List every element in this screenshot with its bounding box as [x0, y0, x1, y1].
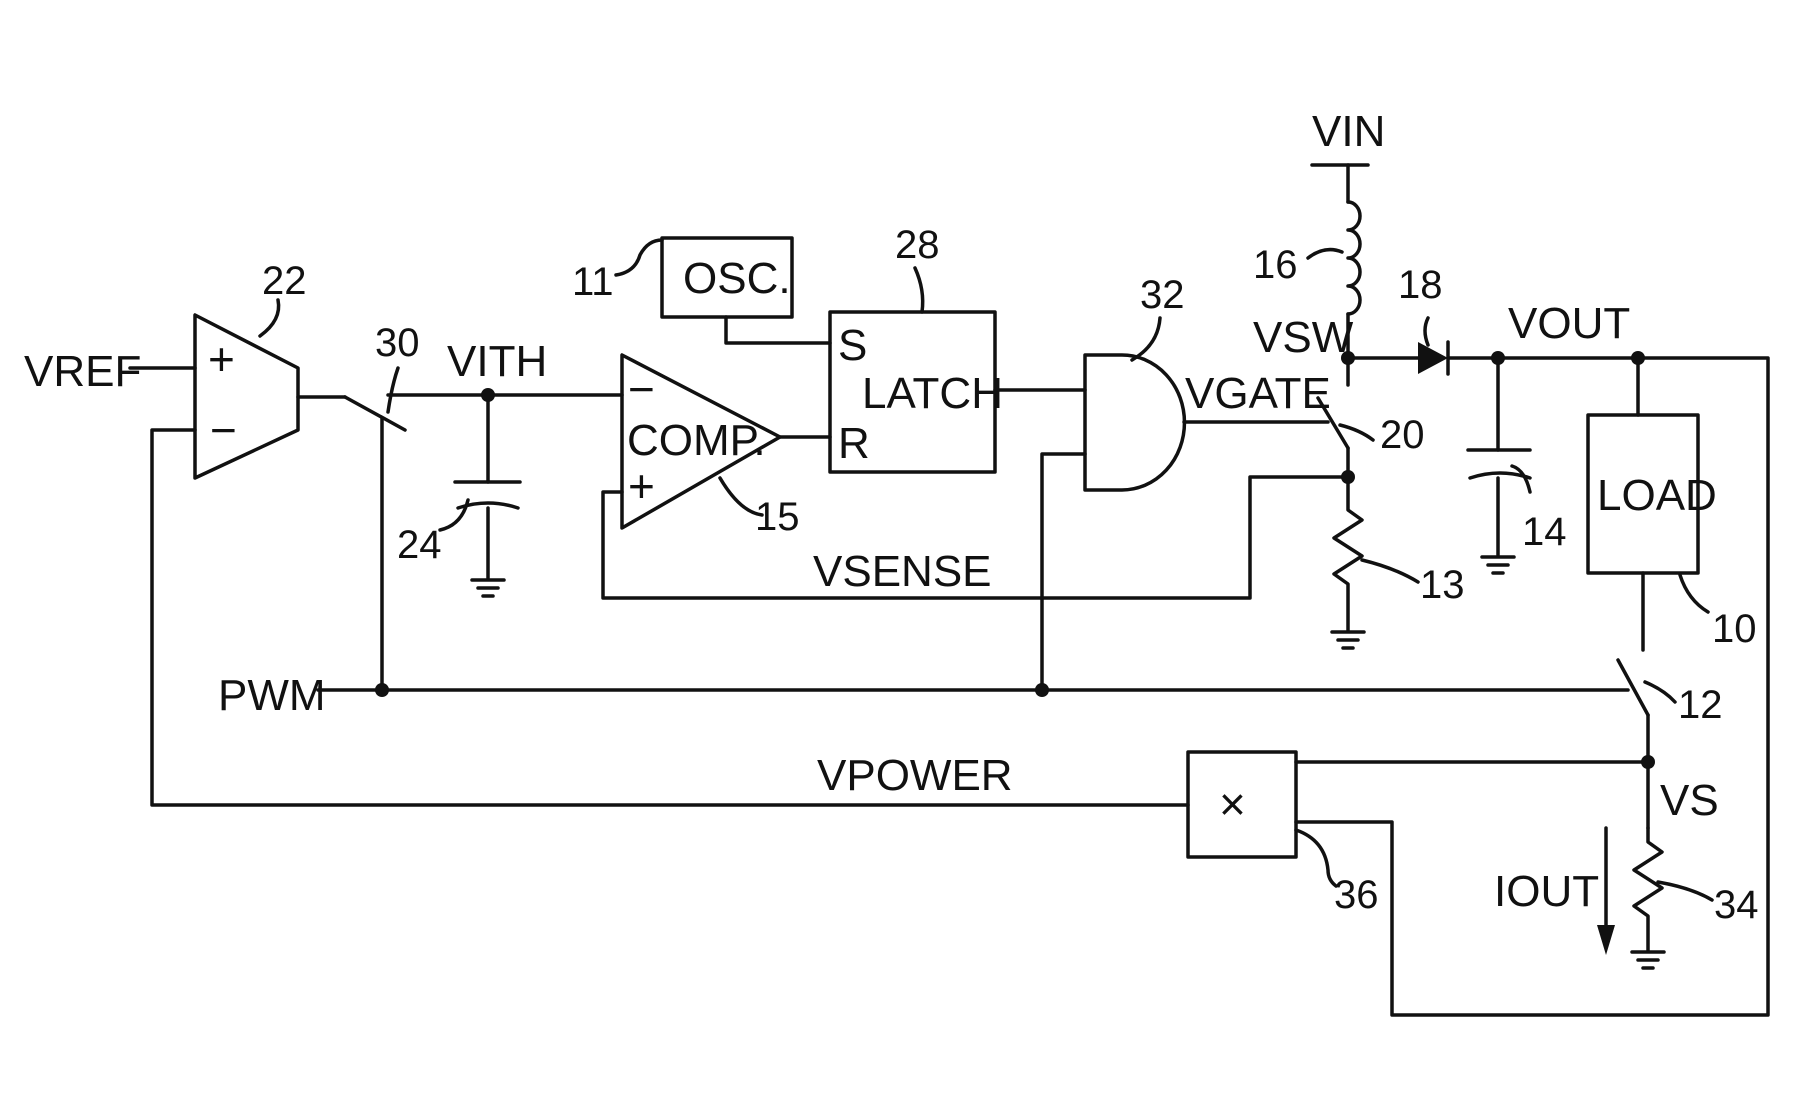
leader-18: [1425, 318, 1428, 345]
leader-20: [1340, 425, 1373, 440]
multiplier-symbol: ×: [1219, 778, 1246, 830]
vsense-label: VSENSE: [813, 547, 992, 596]
comp-plus-sign: +: [628, 460, 655, 512]
pwm-label: PWM: [218, 671, 326, 720]
ref-22: 22: [262, 259, 307, 303]
amp22-minus-sign: −: [210, 404, 237, 456]
leader-14: [1512, 466, 1530, 492]
vsw-label: VSW: [1253, 313, 1354, 362]
leader-10: [1680, 575, 1708, 612]
vs-label: VS: [1660, 776, 1719, 825]
vin-label: VIN: [1312, 107, 1385, 156]
leader-13: [1362, 560, 1418, 582]
leader-36: [1296, 830, 1336, 886]
ref-16: 16: [1253, 243, 1298, 287]
leader-30: [388, 368, 398, 412]
osc-label: OSC.: [683, 254, 791, 303]
switch30: [345, 397, 405, 430]
ground-cap14: [1482, 557, 1514, 573]
osc-to-latch-wire: [726, 317, 830, 343]
switch12: [1618, 660, 1648, 715]
vith-label: VITH: [447, 337, 547, 386]
ref-12: 12: [1678, 683, 1723, 727]
leader-22: [260, 300, 279, 336]
load-label: LOAD: [1597, 471, 1717, 520]
ref-20: 20: [1380, 413, 1425, 457]
resistor13: [1334, 478, 1362, 630]
junction-dots: [375, 351, 1655, 769]
latch-s-label: S: [838, 321, 867, 370]
diode-18: [1418, 342, 1448, 374]
vgate-label: VGATE: [1185, 369, 1331, 418]
leader-16: [1308, 250, 1342, 258]
capacitor-24: [455, 482, 520, 508]
vpower-label: VPOWER: [817, 751, 1013, 800]
inductor16: [1348, 202, 1360, 314]
vref-label: VREF: [24, 347, 141, 396]
latch-label: LATCH: [862, 369, 1003, 418]
ref-34: 34: [1714, 883, 1759, 927]
latch-r-label: R: [838, 419, 870, 468]
ref-28: 28: [895, 223, 940, 267]
ground-cap24: [472, 580, 504, 596]
leader-32: [1132, 318, 1160, 360]
ground-r34: [1632, 952, 1664, 968]
resistor34: [1634, 828, 1662, 950]
ground-r13: [1332, 632, 1364, 648]
leader-34: [1658, 882, 1712, 900]
ref-30: 30: [375, 321, 420, 365]
ref-36: 36: [1334, 873, 1379, 917]
amp22-plus-sign: +: [208, 333, 235, 385]
ref-14: 14: [1522, 510, 1567, 554]
leader-12: [1645, 682, 1675, 702]
and-pwm-wire: [1042, 454, 1085, 690]
leader-28: [915, 268, 923, 312]
ref-13: 13: [1420, 563, 1465, 607]
ref-11: 11: [572, 260, 614, 304]
vpower-wire: [152, 430, 1188, 805]
vout-label: VOUT: [1508, 299, 1630, 348]
and-gate-32: [1085, 355, 1184, 490]
ref-32: 32: [1140, 273, 1185, 317]
leader-11: [616, 240, 662, 275]
comp-label: COMP.: [627, 416, 766, 465]
ref-24: 24: [397, 523, 442, 567]
ref-10: 10: [1712, 607, 1757, 651]
ref-15: 15: [755, 495, 800, 539]
iout-label: IOUT: [1494, 867, 1599, 916]
ref-18: 18: [1398, 263, 1443, 307]
comp-minus-sign: −: [628, 363, 655, 415]
iout-arrow: [1597, 828, 1615, 955]
